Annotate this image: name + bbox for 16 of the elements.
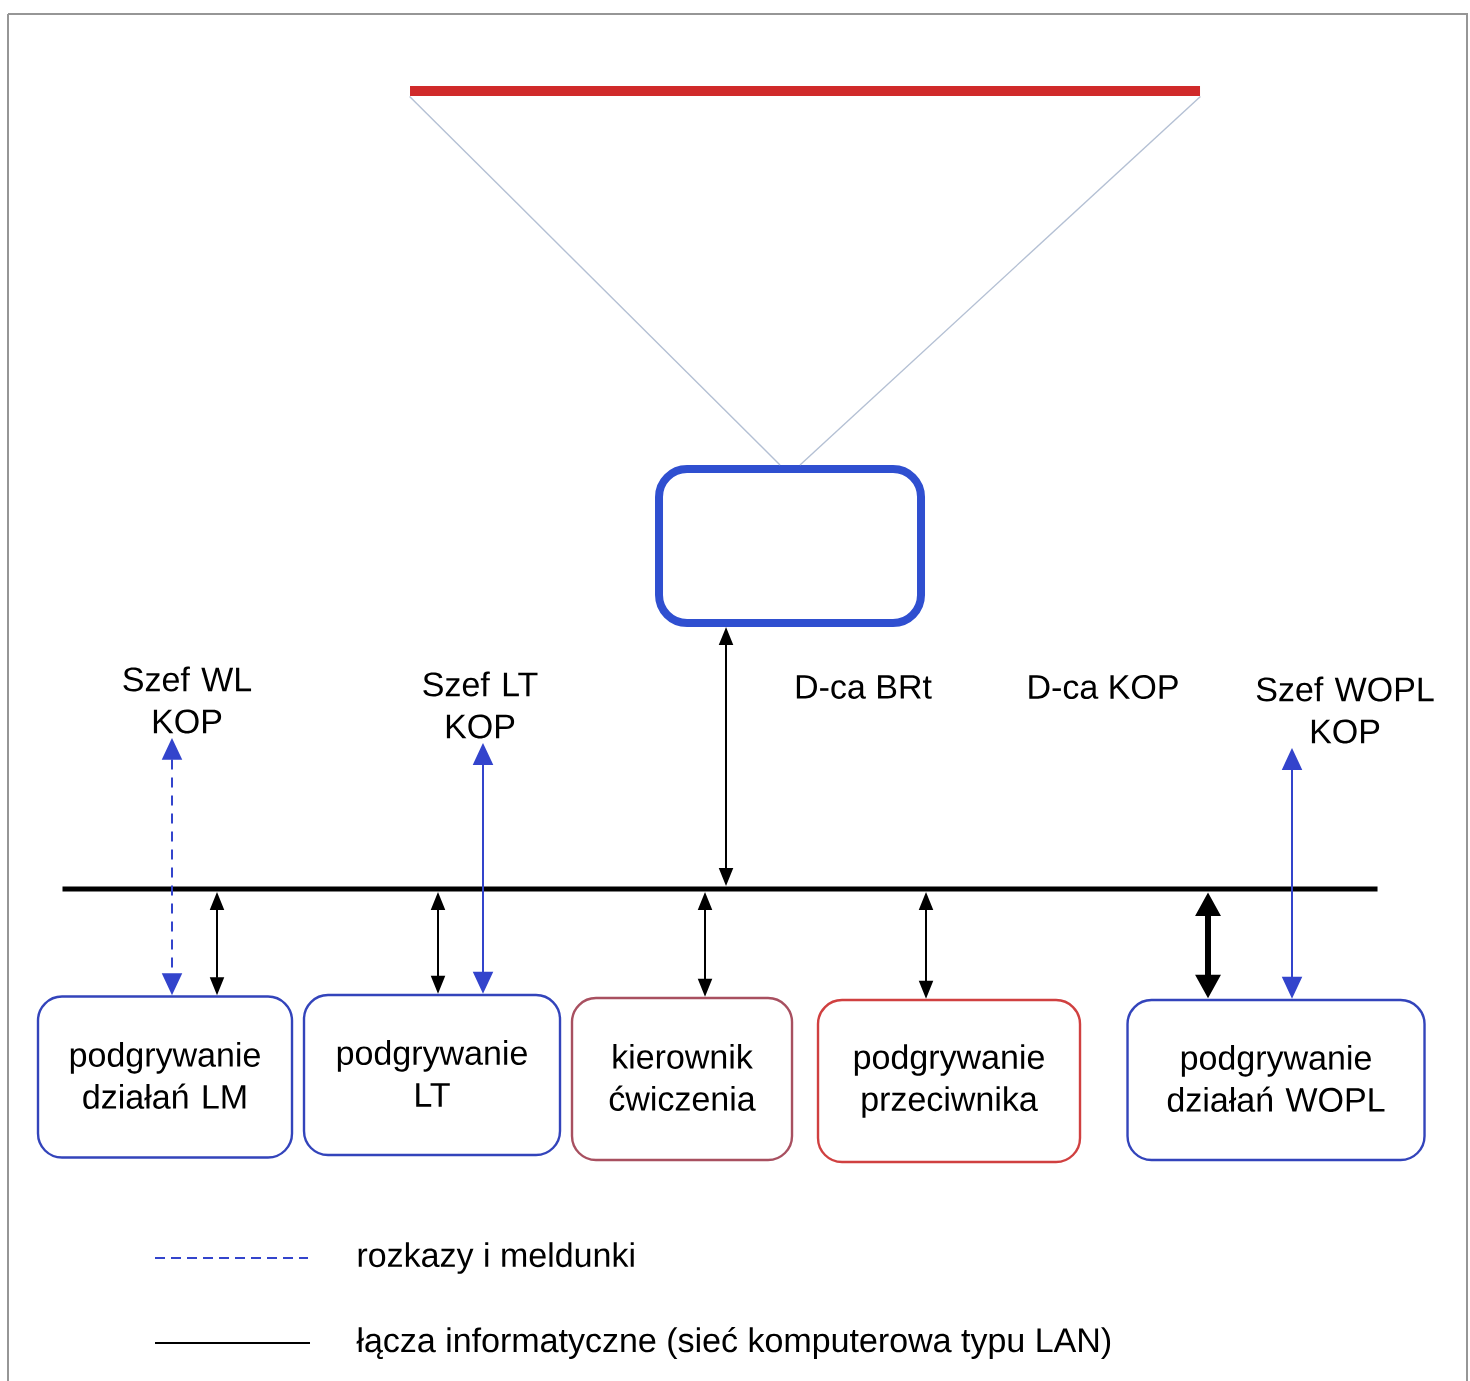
projection-line <box>799 95 1202 466</box>
unit-box: podgrywanie przeciwnika <box>816 998 1082 1164</box>
projector-box <box>655 465 925 627</box>
unit-box: podgrywanie LT <box>302 993 562 1157</box>
role-label: Szef LT KOP <box>423 671 538 739</box>
role-label: D-ca BRt <box>796 675 932 699</box>
screen-bar <box>410 86 1200 96</box>
legend-text: łącza informatyczne (sieć komputerowa typu LAN) <box>356 1326 1111 1360</box>
unit-box: kierownik ćwiczenia <box>570 996 794 1162</box>
unit-box: podgrywanie działań LM <box>36 995 294 1159</box>
role-label: Szef WOPL KOP <box>1256 676 1434 744</box>
role-label: Szef WL KOP <box>123 666 252 734</box>
projection-line <box>408 95 781 466</box>
unit-box: podgrywanie działań WOPL <box>1126 998 1426 1162</box>
role-label: D-ca KOP <box>1029 674 1178 700</box>
legend-text: rozkazy i meldunki <box>358 1242 634 1274</box>
